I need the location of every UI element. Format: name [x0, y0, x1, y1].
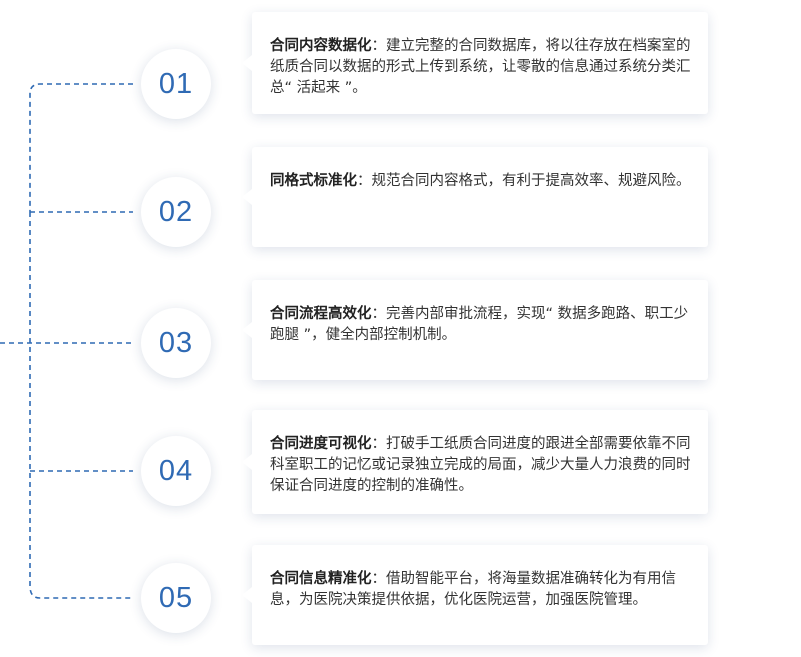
- step-text: 借助智能平台，将海量数据准确转化为有用信息，为医院决策提供依据，优化医院运营，加…: [270, 571, 676, 608]
- step-number-circle-01: 01: [141, 49, 211, 119]
- step-card-04: 合同进度可视化：打破手工纸质合同进度的跟进全部需要依靠不同科室职工的记忆或记录独…: [242, 410, 708, 514]
- step-number-circle-04: 04: [141, 436, 211, 506]
- step-card-02: 同格式标准化：规范合同内容格式，有利于提高效率、规避风险。: [242, 147, 708, 247]
- step-number: 01: [158, 67, 194, 100]
- title-colon: ：: [371, 306, 387, 322]
- step-title: 合同信息精准化: [270, 571, 372, 587]
- step-number-circle-03: 03: [141, 308, 211, 378]
- step-title: 合同流程高效化: [270, 306, 372, 322]
- title-colon: ：: [357, 173, 372, 189]
- step-number: 02: [158, 195, 194, 228]
- step-card-03: 合同流程高效化：完善内部审批流程，实现“ 数据多跑路、职工少跑腿 ”，健全内部控…: [242, 280, 708, 380]
- branch-line-01: [29, 83, 133, 212]
- step-number-circle-05: 05: [141, 563, 211, 633]
- step-card-01: 合同内容数据化：建立完整的合同数据库，将以往存放在档案室的纸质合同以数据的形式上…: [242, 12, 708, 114]
- title-colon: ：: [371, 436, 387, 452]
- step-text: 建立完整的合同数据库，将以往存放在档案室的纸质合同以数据的形式上传到系统，让零散…: [270, 38, 691, 96]
- step-text: 完善内部审批流程，实现“ 数据多跑路、职工少跑腿 ”，健全内部控制机制。: [270, 306, 689, 343]
- step-number: 05: [158, 581, 194, 614]
- trunk-line: [29, 212, 133, 599]
- step-text: 打破手工纸质合同进度的跟进全部需要依靠不同科室职工的记忆或记录独立完成的局面，减…: [270, 436, 691, 494]
- step-number: 03: [158, 326, 194, 359]
- title-colon: ：: [371, 571, 387, 587]
- step-title: 同格式标准化: [270, 173, 357, 189]
- step-number: 04: [158, 454, 194, 487]
- title-colon: ：: [371, 38, 387, 54]
- step-card-05: 合同信息精准化：借助智能平台，将海量数据准确转化为有用信息，为医院决策提供依据，…: [242, 545, 708, 645]
- step-text: 规范合同内容格式，有利于提高效率、规避风险。: [371, 173, 691, 189]
- step-title: 合同进度可视化: [270, 436, 372, 452]
- step-title: 合同内容数据化: [270, 38, 372, 54]
- step-number-circle-02: 02: [141, 177, 211, 247]
